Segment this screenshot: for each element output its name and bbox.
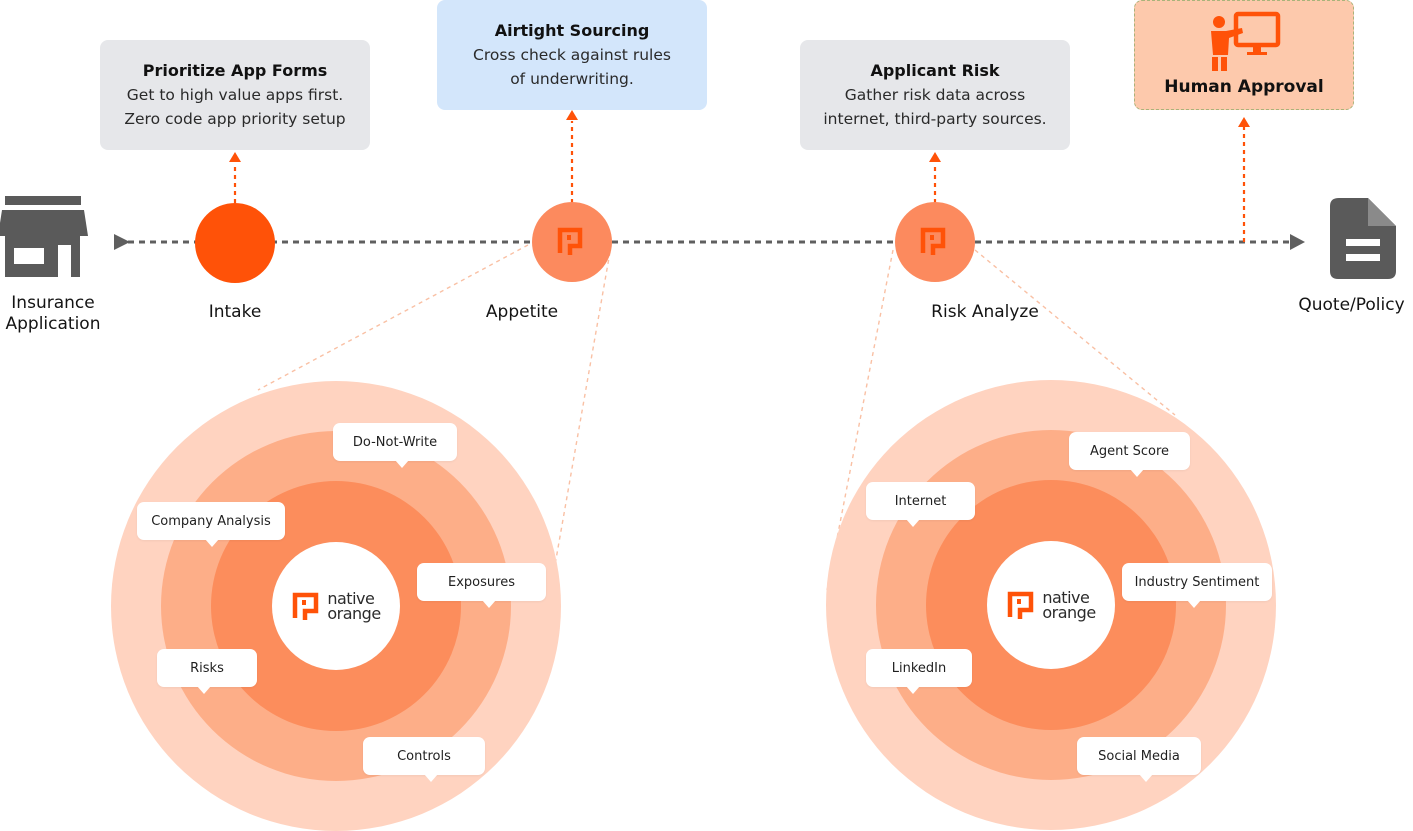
document-icon [1330, 198, 1396, 279]
human-approval-card: Human Approval [1134, 0, 1354, 110]
prioritize-line1: Get to high value apps first. [126, 86, 344, 104]
sourcing-card: Airtight Sourcing Cross check against ru… [437, 0, 707, 110]
quote-policy-label: Quote/Policy [1298, 295, 1405, 315]
intake-label: Intake [208, 302, 262, 322]
tag-linkedin: LinkedIn [866, 649, 972, 694]
sourcing-line1: Cross check against rules [473, 46, 671, 64]
appetite-label: Appetite [485, 302, 559, 322]
appetite-connector-arrow [566, 110, 578, 120]
tag-company-analysis: Company Analysis [137, 502, 285, 547]
appetite-zoom-line-left [257, 244, 529, 391]
intake-node [195, 203, 275, 283]
tag-risks: Risks [157, 649, 257, 694]
store-icon [0, 196, 88, 277]
tag-exposures: Exposures [417, 563, 546, 608]
applicant-line1: Gather risk data across [844, 86, 1026, 104]
presenter-icon [1211, 11, 1281, 71]
native-orange-mark-icon [920, 227, 946, 255]
sourcing-title: Airtight Sourcing [494, 21, 650, 40]
applicant-line2: internet, third-party sources. [823, 110, 1047, 128]
logo-line2: orange [327, 604, 381, 623]
appetite-logo: native orange [272, 542, 400, 670]
logo-line1: native [327, 589, 375, 608]
approval-connector-arrow [1238, 117, 1250, 127]
insurance-application-label: Insurance Application [5, 293, 101, 334]
logo-text: native orange [327, 589, 381, 623]
native-orange-logo-icon [293, 592, 319, 620]
risk-analyze-label: Risk Analyze [931, 302, 1039, 322]
prioritize-line2: Zero code app priority setup [124, 110, 346, 128]
intake-connector-arrow [229, 152, 241, 162]
native-orange-mark-icon [557, 227, 583, 255]
appetite-node [532, 202, 612, 282]
human-approval-title: Human Approval [1164, 77, 1324, 97]
logo-line1: native [1042, 588, 1090, 607]
tag-do-not-write: Do-Not-Write [333, 423, 457, 468]
risk-zoom-line-right [974, 249, 1176, 416]
applicant-title: Applicant Risk [870, 61, 1000, 80]
logo-text: native orange [1042, 588, 1096, 622]
tag-agent-score: Agent Score [1069, 432, 1190, 477]
risk-connector-arrow [929, 152, 941, 162]
risk-node [895, 202, 975, 282]
tag-internet: Internet [866, 482, 975, 527]
risk-logo: native orange [987, 541, 1115, 669]
sourcing-line2: of underwriting. [510, 70, 634, 88]
logo-line2: orange [1042, 603, 1096, 622]
applicant-card: Applicant Risk Gather risk data across i… [800, 40, 1070, 150]
timeline-start-arrow [114, 234, 130, 250]
prioritize-card: Prioritize App Forms Get to high value a… [100, 40, 370, 150]
native-orange-logo-icon [1008, 591, 1034, 619]
appetite-zoom-line-right [554, 251, 611, 566]
tag-social-media: Social Media [1077, 737, 1201, 782]
tag-controls: Controls [363, 737, 485, 782]
timeline-end-arrow [1290, 234, 1305, 250]
prioritize-title: Prioritize App Forms [142, 61, 328, 80]
tag-industry-sentiment: Industry Sentiment [1122, 563, 1272, 608]
